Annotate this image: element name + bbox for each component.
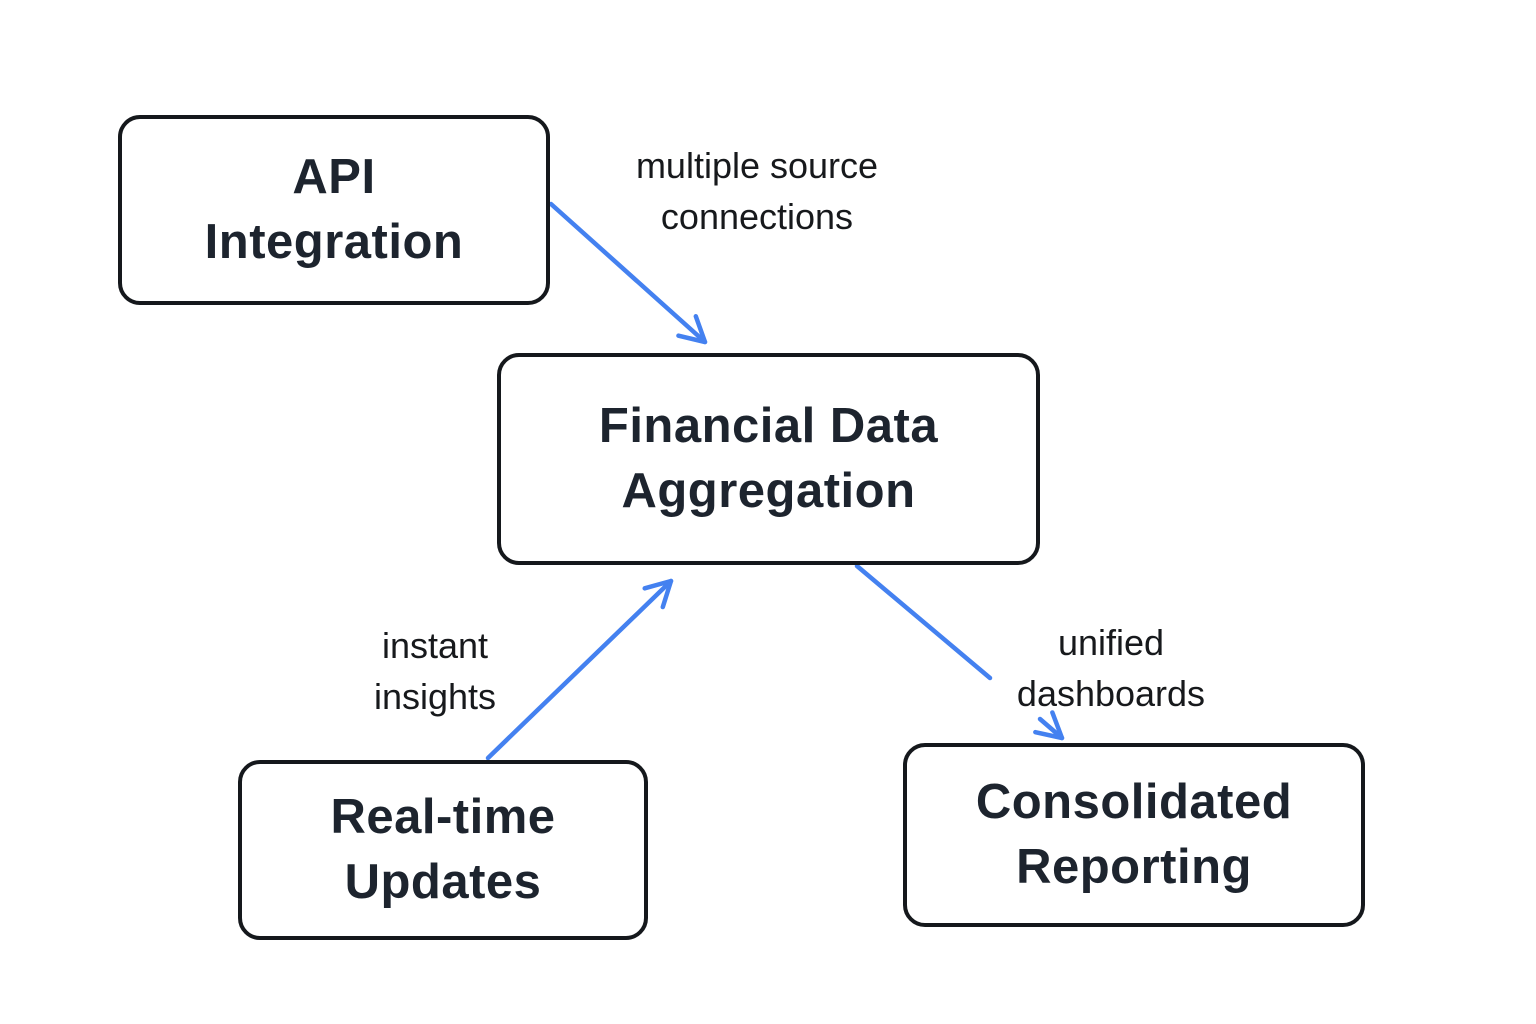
edge-label-unified-dashboards: unified dashboards [1016, 622, 1206, 715]
node-label: API Integration [204, 150, 464, 269]
node-financial-data-aggregation: Financial Data Aggregation [497, 353, 1040, 565]
node-label: Real-time Updates [330, 790, 556, 909]
edge-label-instant-insights: instant insights [373, 625, 497, 718]
node-api-integration: API Integration [118, 115, 550, 305]
node-label: Consolidated Reporting [975, 775, 1293, 894]
edge-label-multiple-source-connections: multiple source connections [635, 145, 879, 238]
arrow-realtime-to-aggregation [485, 578, 674, 761]
arrow-api-to-aggregation [548, 201, 708, 345]
node-consolidated-reporting: Consolidated Reporting [903, 743, 1365, 927]
arrow-aggregation-to-reporting-segment [854, 563, 993, 681]
node-label: Financial Data Aggregation [598, 399, 939, 518]
node-realtime-updates: Real-time Updates [238, 760, 648, 940]
arrow-aggregation-to-reporting-head [1033, 710, 1065, 741]
